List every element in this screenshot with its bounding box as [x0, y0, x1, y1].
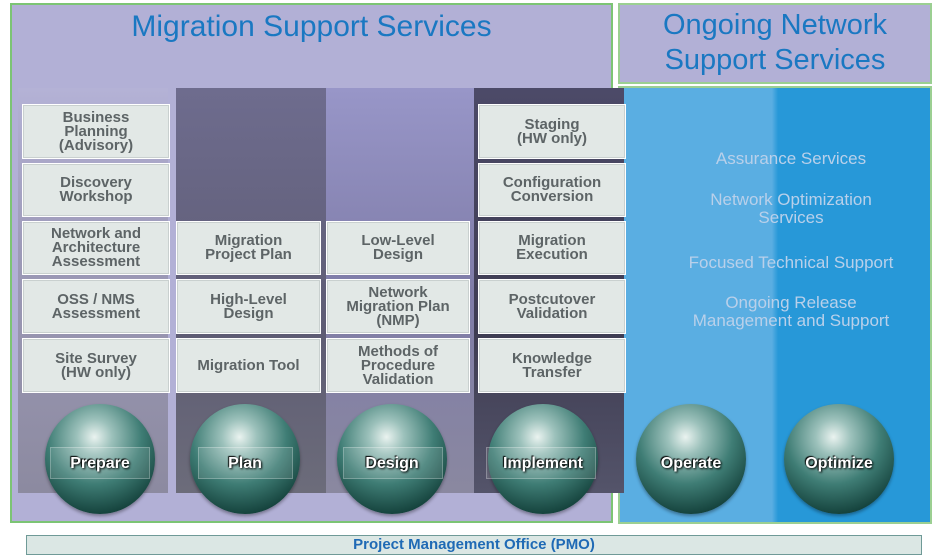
- optimize-sphere: [784, 404, 894, 514]
- box-business-planning: Business Planning (Advisory): [22, 104, 170, 159]
- box-postcutover-validation: Postcutover Validation: [478, 279, 626, 334]
- migration-support-title: Migration Support Services: [131, 10, 492, 43]
- implement-sphere: [488, 404, 598, 514]
- implement-label-band: [486, 447, 596, 479]
- prepare-sphere: [45, 404, 155, 514]
- prepare-label-band: [50, 447, 150, 479]
- box-network-architecture-assessment: Network and Architecture Assessment: [22, 221, 170, 275]
- plan-label-band: [198, 447, 293, 479]
- service-ongoing-release-management: Ongoing Release Management and Support: [692, 293, 890, 330]
- box-discovery-workshop: Discovery Workshop: [22, 163, 170, 217]
- pmo-bar: Project Management Office (PMO): [26, 535, 922, 555]
- box-site-survey: Site Survey (HW only): [22, 338, 170, 393]
- phase-label-plan: Plan: [228, 455, 262, 472]
- plan-sphere: [190, 404, 300, 514]
- ongoing-support-title-panel: [618, 3, 932, 84]
- box-oss-nms-assessment: OSS / NMS Assessment: [22, 279, 170, 334]
- design-sphere: [337, 404, 447, 514]
- ongoing-support-title: Ongoing Network Support Services: [662, 9, 888, 76]
- design-label-band: [343, 447, 443, 479]
- operate-sphere: [636, 404, 746, 514]
- phase-label-design: Design: [365, 455, 419, 472]
- box-methods-of-procedure-validation: Methods of Procedure Validation: [326, 338, 470, 393]
- box-migration-execution: Migration Execution: [478, 221, 626, 275]
- box-staging: Staging (HW only): [478, 104, 626, 159]
- box-high-level-design: High-Level Design: [176, 279, 321, 334]
- box-migration-tool: Migration Tool: [176, 338, 321, 393]
- box-knowledge-transfer: Knowledge Transfer: [478, 338, 626, 393]
- service-focused-technical-support: Focused Technical Support: [688, 253, 894, 272]
- phase-label-implement: Implement: [502, 455, 583, 472]
- box-migration-project-plan: Migration Project Plan: [176, 221, 321, 275]
- box-configuration-conversion: Configuration Conversion: [478, 163, 626, 217]
- phase-label-operate: Operate: [660, 455, 722, 472]
- service-network-optimization: Network Optimization Services: [710, 190, 872, 227]
- phase-label-optimize: Optimize: [805, 455, 873, 472]
- service-assurance: Assurance Services: [715, 149, 867, 168]
- box-network-migration-plan: Network Migration Plan (NMP): [326, 279, 470, 334]
- phase-label-prepare: Prepare: [70, 455, 130, 472]
- box-low-level-design: Low-Level Design: [326, 221, 470, 275]
